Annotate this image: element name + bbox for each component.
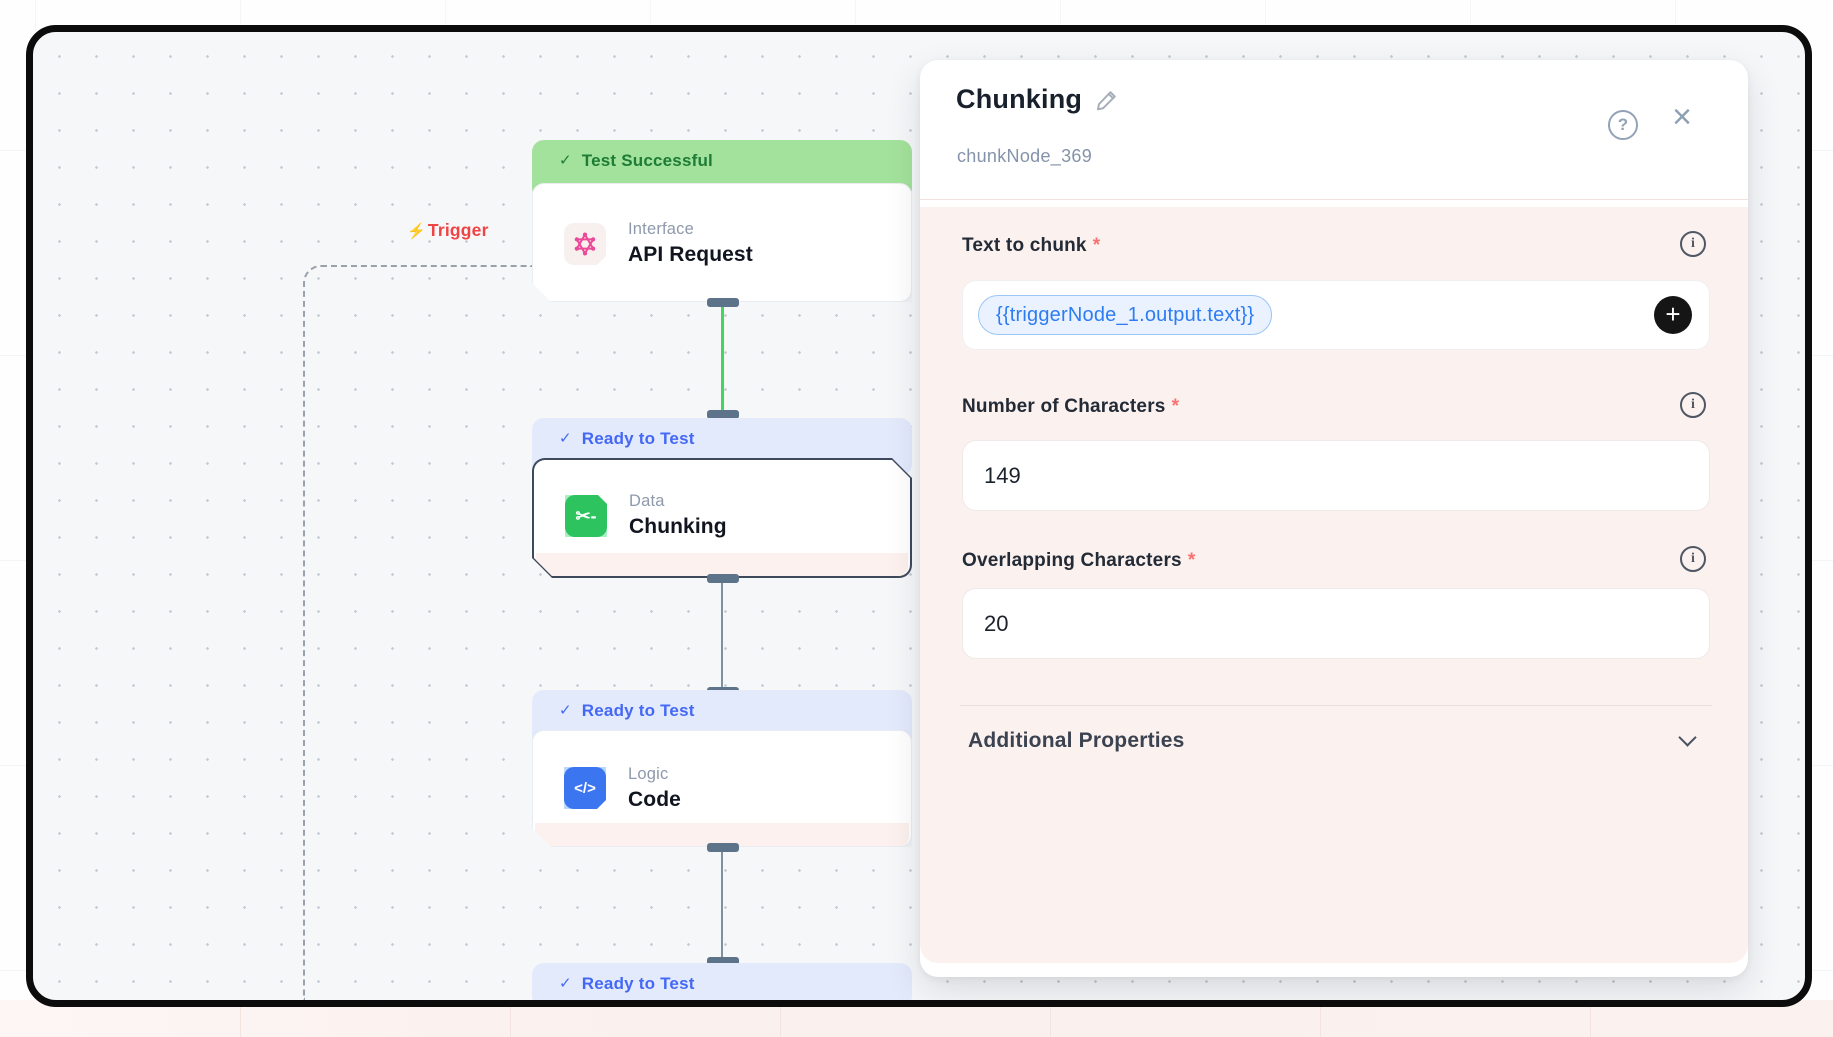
node-title: API Request	[628, 243, 753, 266]
connection-handle[interactable]	[707, 843, 739, 852]
add-variable-button[interactable]: +	[1654, 296, 1692, 334]
required-asterisk: *	[1171, 396, 1180, 417]
node-title: Chunking	[629, 515, 727, 538]
required-asterisk: *	[1092, 235, 1101, 256]
info-icon[interactable]: i	[1680, 392, 1706, 418]
trigger-label: ⚡Trigger	[407, 220, 489, 240]
required-asterisk: *	[1187, 550, 1196, 571]
node-code[interactable]: </> Logic Code	[532, 730, 912, 847]
connection-handle[interactable]	[707, 957, 739, 966]
info-icon[interactable]: i	[1680, 231, 1706, 257]
interface-icon	[564, 223, 606, 265]
node-api-request[interactable]: Interface API Request	[532, 183, 912, 302]
panel-title: Chunking	[956, 84, 1083, 114]
additional-properties-label: Additional Properties	[968, 729, 1185, 752]
number-of-characters-input[interactable]	[962, 440, 1710, 511]
node-category: Interface	[628, 220, 695, 238]
node-footer-strip	[535, 823, 909, 846]
node-category: Data	[629, 492, 665, 510]
close-icon[interactable]: ×	[1672, 98, 1692, 136]
help-icon[interactable]: ?	[1608, 110, 1638, 140]
trigger-connector-path	[303, 265, 532, 1000]
variable-token[interactable]: {{triggerNode_1.output.text}}	[978, 295, 1273, 335]
panel-form: Text to chunk* i {{triggerNode_1.output.…	[920, 207, 1748, 963]
connection-handle[interactable]	[707, 298, 739, 307]
field-label-number-of-characters: Number of Characters*	[962, 396, 1180, 417]
connector-line	[721, 847, 723, 965]
code-icon: </>	[564, 767, 606, 809]
check-icon: ✓	[559, 152, 572, 169]
check-icon: ✓	[559, 430, 572, 447]
workflow-canvas[interactable]: ⚡Trigger ✓ Test Successful	[33, 32, 1805, 1000]
node-id: chunkNode_369	[957, 146, 1093, 166]
info-icon[interactable]: i	[1680, 546, 1706, 572]
connection-handle[interactable]	[707, 410, 739, 419]
status-badge-ready-next: ✓ Ready to Test	[532, 963, 912, 1000]
field-label-text-to-chunk: Text to chunk*	[962, 235, 1101, 256]
section-divider	[960, 705, 1712, 706]
node-properties-panel: Chunking ? × chunkNode_369 Text to chunk…	[920, 60, 1748, 977]
chevron-down-icon	[1678, 728, 1697, 747]
connection-handle[interactable]	[707, 574, 739, 583]
connector-line-success	[721, 302, 724, 418]
connector-line	[721, 578, 723, 695]
text-to-chunk-field[interactable]: {{triggerNode_1.output.text}} +	[962, 280, 1710, 350]
field-label-overlapping-characters: Overlapping Characters*	[962, 550, 1196, 571]
overlapping-characters-input[interactable]	[962, 588, 1710, 659]
additional-properties-toggle[interactable]: Additional Properties	[968, 719, 1708, 763]
panel-divider	[920, 199, 1748, 200]
node-chunking[interactable]: ✂- Data Chunking	[534, 460, 910, 576]
app-frame: ⚡Trigger ✓ Test Successful	[26, 25, 1812, 1007]
lightning-icon: ⚡	[407, 222, 426, 240]
check-icon: ✓	[559, 975, 572, 992]
edit-title-pencil-icon[interactable]	[1094, 87, 1120, 113]
node-title: Code	[628, 788, 681, 811]
node-category: Logic	[628, 765, 669, 783]
node-chunking-selected-border: ✂- Data Chunking	[532, 458, 912, 578]
node-footer-strip	[536, 553, 908, 576]
scissors-icon: ✂-	[565, 495, 607, 537]
check-icon: ✓	[559, 702, 572, 719]
